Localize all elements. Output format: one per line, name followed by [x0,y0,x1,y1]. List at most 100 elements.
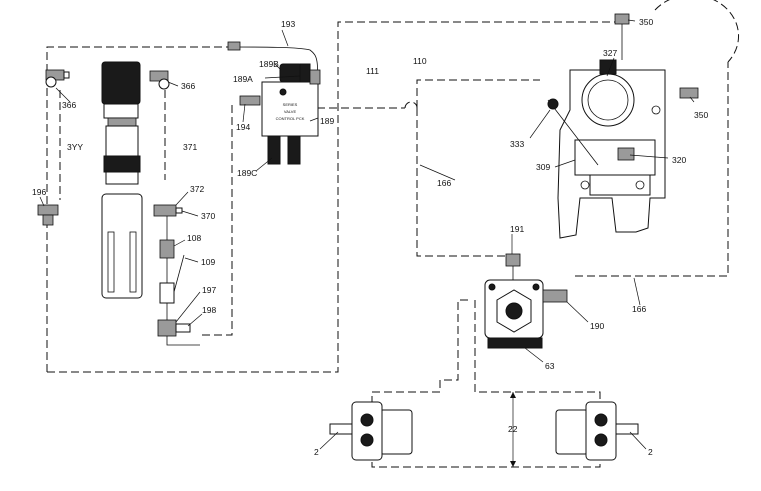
pump-block [574,139,656,176]
solenoid-189b [279,63,303,83]
control-valve-189: SERIES VALVE CONTROL PCK [227,41,321,165]
hose-111-crossover [404,101,418,109]
fitting-stack [157,216,200,346]
reservoir-rim [587,79,629,121]
callout-111: 111 [366,66,379,76]
callout-333: 333 [510,139,524,149]
callout-109: 109 [201,257,215,267]
fitting-372-tee [153,204,183,217]
callout-194: 194 [236,122,250,132]
reservoir-327 [581,73,635,127]
callout-366-right: 366 [181,81,195,91]
callout-327: 327 [603,48,617,58]
fitting-elbow [45,76,57,88]
fitting-194 [239,95,261,106]
lever-333 [547,99,599,166]
lever-pivot [547,98,559,110]
tee-body [37,204,59,216]
callout-2-left: 2 [314,447,319,457]
plug-370 [175,207,183,214]
fitting-197 [157,319,177,337]
valve-coil-right [287,135,301,165]
pump-bolt-2 [532,283,540,291]
connector-197-out [166,336,200,346]
fitting-350-right [679,87,699,99]
callout-350-right: 350 [694,110,708,120]
port-upper [360,413,374,427]
pump-63 [484,253,568,349]
port-lower [594,433,608,447]
callout-189b: 189B [259,59,279,69]
bolt-c [651,105,661,115]
fitting-320 [617,147,635,161]
callout-320: 320 [672,155,686,165]
column-slot-left [107,231,115,293]
pump-flange [589,174,651,196]
gearbox-320 [547,13,699,239]
fitting-nut [63,71,70,79]
hose-111-to-valve [416,79,540,108]
callout-63: 63 [545,361,555,371]
callout-189a: 189A [233,74,253,84]
callout-189: 189 [320,116,334,126]
pump-base [487,337,543,349]
callout-197: 197 [202,285,216,295]
callout-196: 196 [32,187,46,197]
tee-body [153,204,177,217]
valve-109 [159,282,175,304]
pump-bolt-1 [488,283,496,291]
fitting-190 [542,289,568,303]
fitting-191 [505,253,521,267]
fitting-body [149,70,169,82]
valve-label-2: VALVE [284,109,297,114]
bolt-a [580,180,590,190]
valve-body [261,81,319,137]
drive-motor-left [329,401,413,461]
motor-shaft [329,423,353,435]
leader-lines [39,19,695,450]
callout-350-top: 350 [639,17,653,27]
callout-193: 193 [281,19,295,29]
callout-190: 190 [590,321,604,331]
callouts: 193 350 350 327 110 111 366 366 189B 189… [32,17,708,457]
callout-372: 372 [190,184,204,194]
hose-194-198 [200,105,233,336]
callout-3yy: 3YY [67,142,83,152]
port-lower [360,433,374,447]
fitting-366-right [149,70,170,90]
callout-166-left: 166 [437,178,451,188]
column-collar [103,103,139,119]
arrow-bottom [510,461,516,467]
fitting-193-elbow [309,69,321,85]
callout-366-left: 366 [62,100,76,110]
callout-110: 110 [413,56,427,66]
column-nut [103,155,141,173]
hose-left-return [47,21,470,373]
fitting-350-top [614,13,630,25]
hose-pump-left [371,299,468,415]
motor-can [379,409,413,455]
fitting-108 [159,239,175,259]
fitting-366-left [45,69,70,88]
cylinder-column [101,61,143,299]
callout-370: 370 [201,211,215,221]
valve-label-3: CONTROL PCK [276,116,305,121]
callout-191: 191 [510,224,524,234]
reservoir-cap [599,59,617,75]
callout-309: 309 [536,162,550,172]
hose-166-left [416,108,510,257]
column-slot-right [129,231,137,293]
hose-193-end [227,41,241,51]
motor-head [351,401,383,461]
drive-motor-right [555,401,639,461]
column-ring [107,117,137,127]
callout-371: 371 [183,142,197,152]
motor-shaft [615,423,639,435]
solenoid-189a [299,63,311,83]
tee-branch [42,214,54,226]
motor-head [585,401,617,461]
valve-label-1: SERIES [283,102,298,107]
fitting-198 [175,323,191,333]
